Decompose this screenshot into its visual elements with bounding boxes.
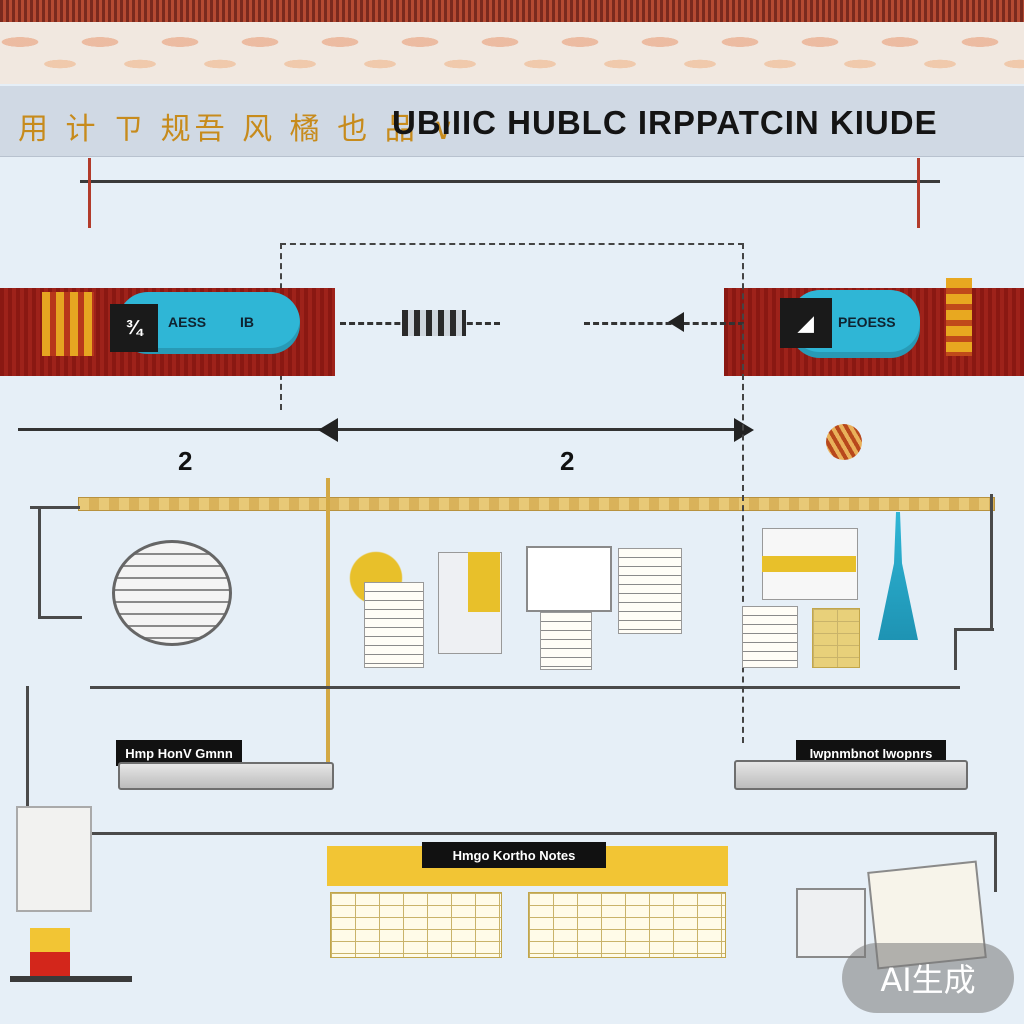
title-en: UBIIIC HUBLC IRPPATCIN KIUDE: [392, 104, 938, 142]
left-module-icon: ¾: [110, 304, 158, 352]
left-ornament-icon: [42, 292, 94, 356]
bottom-bar-label: Hmgo Kortho Notes: [422, 842, 606, 868]
arrow-head-right-icon: [734, 418, 754, 442]
arrow-head-left-icon: [318, 418, 338, 442]
document-left-icon: [364, 582, 424, 668]
bottom-table-right: [528, 892, 726, 958]
document-mid-icon: [540, 612, 592, 670]
ornament-band: [0, 22, 1024, 84]
left-module-label: AESS: [168, 314, 206, 330]
left-base-plate[interactable]: [118, 762, 334, 790]
frame-left-foot: [38, 616, 82, 619]
right-module-label: PEOESS: [838, 314, 896, 330]
wooden-shelf: [78, 497, 995, 511]
step-marker-right: 2: [560, 446, 574, 477]
yellow-table-icon: [812, 608, 860, 668]
frame-left-vertical: [38, 506, 41, 618]
bottom-table-left: [330, 892, 502, 958]
right-dashed-arrow: [584, 322, 744, 325]
top-connector-line: [80, 180, 940, 183]
frame-bottom-right-vertical: [994, 832, 997, 892]
center-connector-icon: [402, 310, 466, 336]
window-card-icon: [526, 546, 612, 612]
cyan-tassel-icon: [878, 512, 918, 640]
ai-generated-badge: AI生成: [842, 943, 1014, 1013]
frame-right-vertical: [990, 494, 993, 630]
circular-vent-icon: [112, 540, 232, 646]
lower-divider-line: [90, 686, 960, 689]
document-right-icon: [742, 606, 798, 668]
frame-right-step-down: [954, 628, 957, 670]
yellow-block-icon: [468, 552, 500, 612]
main-flow-line: [18, 428, 736, 431]
chart-band-icon: [762, 556, 856, 572]
bottom-connector-line: [26, 832, 996, 835]
right-ornament-icon: [946, 278, 972, 356]
left-module-side-label: IB: [240, 314, 254, 330]
step-marker-left: 2: [178, 446, 192, 477]
bottom-right-device-icon: [796, 888, 866, 958]
document-stack-icon: [618, 548, 682, 634]
top-border: [0, 0, 1024, 22]
right-module-icon: ◢: [780, 298, 832, 348]
vertical-post: [326, 478, 330, 764]
right-red-tick: [917, 158, 920, 228]
left-red-tick: [88, 158, 91, 228]
right-base-plate[interactable]: [734, 760, 968, 790]
bottom-left-stand: [10, 976, 132, 982]
ornament-ball-icon: [826, 424, 862, 460]
right-dashed-drop: [742, 243, 744, 743]
frame-right-step: [954, 628, 994, 631]
bottom-left-ornament-icon: [30, 928, 70, 976]
bottom-left-device-icon: [16, 806, 92, 912]
arrow-head-left-icon: [668, 312, 684, 332]
